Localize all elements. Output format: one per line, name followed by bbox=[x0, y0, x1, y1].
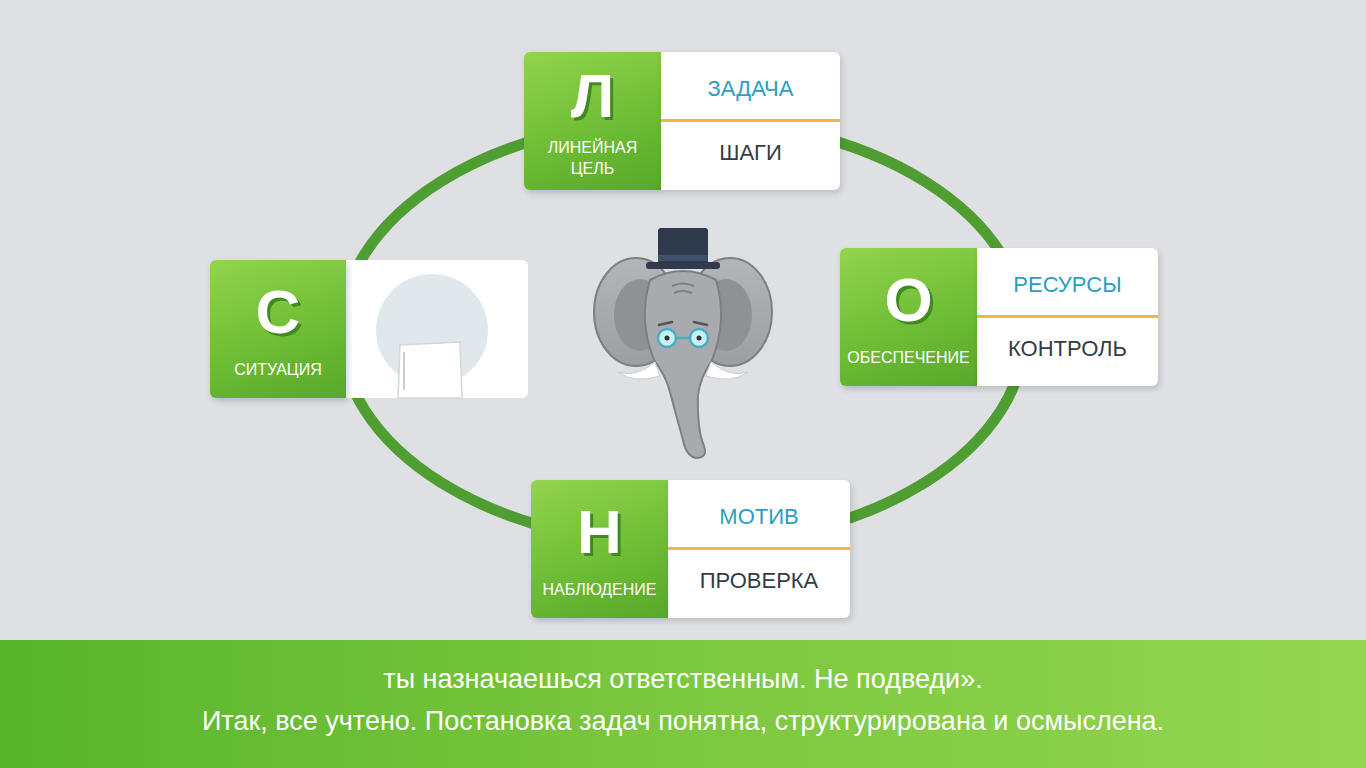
panel-divider bbox=[661, 119, 840, 122]
tile-label: ЛИНЕЙНАЯ ЦЕЛЬ bbox=[524, 137, 661, 179]
letter-tile: Н НАБЛЮДЕНИЕ bbox=[531, 480, 668, 618]
letter-tile: Л ЛИНЕЙНАЯ ЦЕЛЬ bbox=[524, 52, 661, 190]
tile-label: ОБЕСПЕЧЕНИЕ bbox=[840, 347, 977, 368]
situation-panel bbox=[340, 260, 528, 398]
letter-tile: О ОБЕСПЕЧЕНИЕ bbox=[840, 248, 977, 386]
subtitle-line: ты назначаешься ответственным. Не подвед… bbox=[0, 662, 1366, 696]
tile-letter: О bbox=[840, 248, 977, 331]
info-panel: МОТИВ ПРОВЕРКА bbox=[668, 480, 850, 618]
panel-item: КОНТРОЛЬ bbox=[977, 336, 1158, 362]
tile-letter: Л bbox=[524, 52, 661, 127]
tile-letter: Н bbox=[531, 480, 668, 563]
subtitle-line: Итак, все учтено. Постановка задач понят… bbox=[0, 704, 1366, 738]
panel-heading: ЗАДАЧА bbox=[661, 76, 840, 102]
letter-tile: С СИТУАЦИЯ bbox=[210, 260, 346, 398]
tile-label: СИТУАЦИЯ bbox=[210, 359, 346, 380]
elephant-mascot bbox=[594, 228, 772, 458]
panel-heading: РЕСУРСЫ bbox=[977, 272, 1158, 298]
panel-heading: МОТИВ bbox=[668, 504, 850, 530]
tile-label: НАБЛЮДЕНИЕ bbox=[531, 579, 668, 600]
tile-letter: С bbox=[210, 260, 346, 343]
panel-divider bbox=[668, 547, 850, 550]
info-panel: РЕСУРСЫ КОНТРОЛЬ bbox=[977, 248, 1158, 386]
info-panel: ЗАДАЧА ШАГИ bbox=[661, 52, 840, 190]
panel-divider bbox=[977, 315, 1158, 318]
panel-item: ПРОВЕРКА bbox=[668, 568, 850, 594]
panel-item: ШАГИ bbox=[661, 140, 840, 166]
subtitle-band: ты назначаешься ответственным. Не подвед… bbox=[0, 640, 1366, 768]
